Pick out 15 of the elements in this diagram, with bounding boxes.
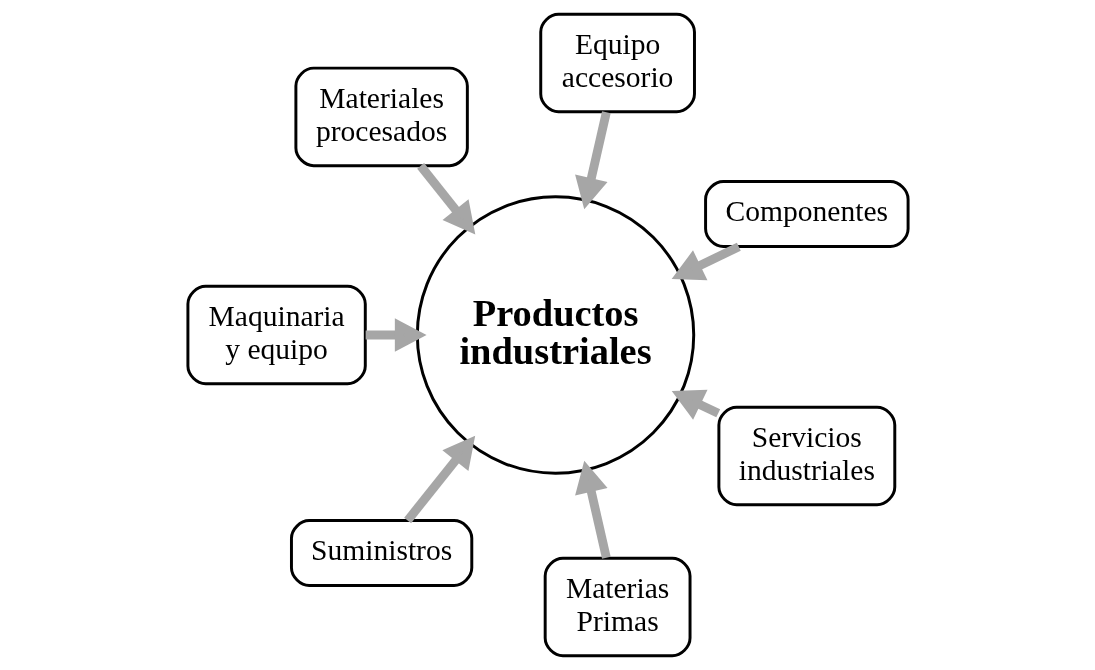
node-box: Materias Primas (543, 556, 691, 658)
node-box: Equipo accesorio (538, 12, 696, 114)
arrow (574, 460, 611, 559)
arrow (574, 111, 611, 210)
node-box: Servicios industriales (716, 405, 896, 507)
arrow (365, 318, 427, 352)
node-circle: Productos industriales (415, 195, 695, 475)
arrow (403, 435, 475, 524)
node-box: Materiales procesados (293, 66, 469, 168)
arrow (671, 242, 741, 281)
node-box: Componentes (703, 180, 910, 248)
arrow (671, 389, 720, 420)
node-box: Suministros (289, 519, 473, 588)
arrow (416, 163, 475, 235)
node-box: Maquinaria y equipo (185, 284, 367, 386)
